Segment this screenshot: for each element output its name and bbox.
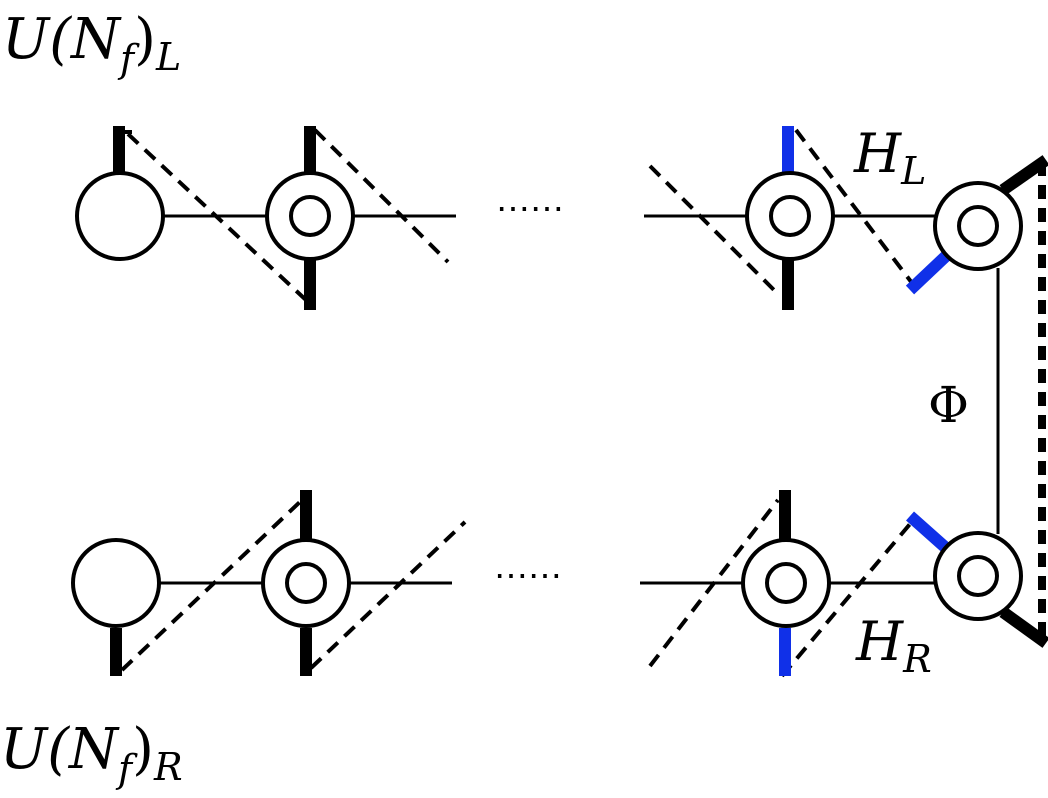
bottom-group-close: ) [132,717,154,782]
bottom-dashed-diag-1 [120,498,304,672]
top-node-2-inner [769,195,811,237]
h-left-base: H [853,122,902,185]
bottom-group-label: U(Nf)R [0,717,183,791]
bottom-group-tail: R [153,745,183,789]
h-right-label: HR [855,610,932,681]
bottom-row [71,490,1048,678]
top-group-tail: L [155,35,181,79]
bottom-group-base: U(N [0,717,120,782]
top-group-close: ) [134,7,156,72]
top-ellipsis: ⋯⋯ [496,189,564,229]
bottom-dashed-diag-3 [648,498,780,668]
bottom-dashed-diag-4 [780,522,912,678]
top-dashed-diag-4 [794,128,914,285]
bottom-dashed-diag-2 [309,520,467,670]
top-row [75,126,1048,310]
bottom-end-stub-black [999,607,1048,648]
top-node-flavor [75,171,165,261]
h-left-sub: L [900,149,926,193]
h-left-label: HL [853,122,926,193]
bottom-ellipsis: ⋯⋯ [494,556,562,596]
top-group-label: U(Nf)L [2,7,181,81]
top-node-1-inner [289,195,331,237]
bottom-end-stub-blue [906,511,950,553]
bottom-node-flavor [71,538,161,628]
h-right-base: H [855,610,904,673]
h-right-sub: R [902,637,932,681]
phi-label: Φ [928,376,969,434]
bottom-node-1-inner [285,562,327,604]
bottom-node-2-inner [765,562,807,604]
top-end-stub-blue [905,251,951,295]
top-dashed-diag-3 [648,164,782,298]
top-node-end-inner [957,205,999,247]
top-dashed-diag-1 [126,132,308,302]
bottom-node-end-inner [957,555,999,597]
top-dashed-diag-2 [313,128,450,264]
top-group-base: U(N [2,7,122,72]
